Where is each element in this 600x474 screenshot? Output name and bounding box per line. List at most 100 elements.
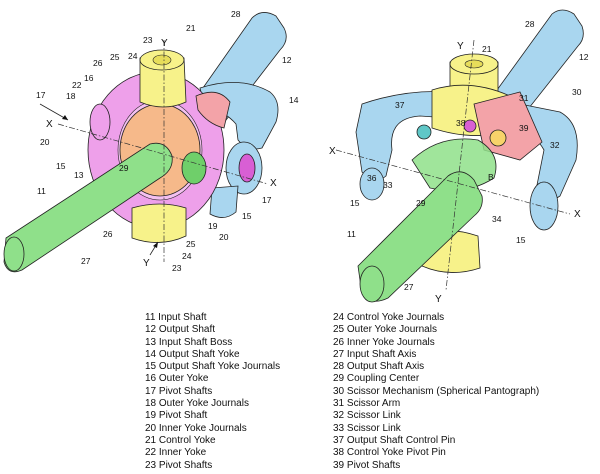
- output-yoke-journal-right-lower: [529, 181, 559, 231]
- label: 21: [186, 23, 196, 33]
- legend-item: 16 Outer Yoke: [145, 373, 209, 385]
- label: 11: [37, 186, 46, 196]
- label: 38: [456, 118, 466, 128]
- axis-label-x: X: [46, 119, 53, 130]
- control-yoke-top-hole-right: [464, 59, 484, 69]
- legend-item: 39 Pivot Shafts: [333, 459, 401, 471]
- legend-column-left: 11 Input Shaft 12 Output Shaft 13 Input …: [145, 312, 280, 472]
- label: 29: [416, 198, 426, 208]
- output-shaft-control-pin: [416, 124, 432, 140]
- label: 37: [395, 100, 405, 110]
- label: 25: [110, 52, 120, 62]
- control-yoke-top-hole: [152, 54, 172, 66]
- axis-label-y: Y: [143, 258, 150, 269]
- label: 14: [289, 95, 299, 105]
- label: 26: [93, 58, 103, 68]
- label: 20: [219, 232, 229, 242]
- legend-item: 33 Scissor Link: [333, 422, 401, 434]
- label: 21: [482, 44, 492, 54]
- patent-diagram: 21 28 23 Y 26 25 24 12 22 16 18 17 14 X …: [3, 9, 589, 305]
- legend-item: 12 Output Shaft: [145, 324, 216, 336]
- label: 23: [143, 35, 153, 45]
- label: 15: [350, 198, 360, 208]
- axis-label-x: X: [270, 178, 277, 189]
- label: 24: [182, 251, 192, 261]
- label: 24: [128, 51, 138, 61]
- label: B: [488, 172, 494, 182]
- axis-label-y: Y: [457, 41, 464, 52]
- label: 17: [262, 195, 272, 205]
- legend-item: 17 Pivot Shafts: [145, 385, 213, 397]
- label: 26: [103, 229, 113, 239]
- legend-item: 21 Control Yoke: [145, 434, 216, 446]
- legend-item: 23 Pivot Shafts: [145, 459, 213, 471]
- legend-item: 14 Output Shaft Yoke: [145, 348, 240, 360]
- label: 22: [72, 80, 82, 90]
- legend-item: 37 Output Shaft Control Pin: [333, 434, 456, 446]
- outer-yoke-journal-left: [89, 103, 111, 141]
- label: 12: [579, 52, 589, 62]
- left-coupling-figure: [3, 12, 287, 273]
- output-yoke-journal-lower: [209, 185, 239, 218]
- label: 15: [56, 161, 66, 171]
- legend-item: 13 Input Shaft Boss: [145, 336, 233, 348]
- legend-item: 28 Output Shaft Axis: [333, 361, 425, 373]
- label: 19: [208, 221, 218, 231]
- axis-label-y: Y: [161, 38, 168, 49]
- label: 15: [516, 235, 526, 245]
- left-figure-labels: 21 28 23 Y 26 25 24 12 22 16 18 17 14 X …: [36, 9, 299, 273]
- axis-label-x: X: [574, 209, 581, 220]
- legend-item: 15 Output Shaft Yoke Journals: [145, 361, 281, 373]
- legend-item: 31 Scissor Arm: [333, 398, 401, 410]
- control-yoke-pivot-pin: [463, 119, 477, 133]
- legend-item: 11 Input Shaft: [145, 312, 207, 323]
- label: 20: [40, 137, 50, 147]
- label: 16: [84, 73, 94, 83]
- legend-item: 18 Outer Yoke Journals: [145, 398, 249, 410]
- legend-item: 32 Scissor Link: [333, 410, 401, 422]
- legend-item: 24 Control Yoke Journals: [333, 312, 445, 323]
- label: 11: [347, 229, 356, 239]
- legend-item: 38 Control Yoke Pivot Pin: [333, 447, 446, 459]
- label: 32: [550, 140, 560, 150]
- legend-item: 27 Input Shaft Axis: [333, 348, 417, 360]
- axis-label-x: X: [329, 146, 336, 157]
- input-shaft-end-right: [359, 265, 385, 303]
- legend-item: 19 Pivot Shaft: [145, 410, 208, 422]
- control-yoke-bottom: [131, 203, 187, 243]
- label: 17: [36, 90, 46, 100]
- scissor-arm-left: [195, 91, 231, 129]
- label: 28: [525, 19, 535, 29]
- input-shaft-end: [3, 236, 25, 272]
- legend-item: 22 Inner Yoke: [145, 447, 207, 459]
- right-coupling-figure: [335, 9, 584, 303]
- label: 29: [119, 163, 129, 173]
- pivot-pin-right: [238, 153, 256, 183]
- scissor-pivot-ball: [489, 129, 507, 147]
- legend-item: 25 Outer Yoke Journals: [333, 324, 437, 336]
- label: 27: [81, 256, 91, 266]
- label: 34: [492, 214, 502, 224]
- label: 39: [519, 123, 529, 133]
- label: 30: [572, 87, 582, 97]
- label: 15: [242, 211, 252, 221]
- legend-item: 29 Coupling Center: [333, 373, 420, 385]
- legend-column-right: 24 Control Yoke Journals 25 Outer Yoke J…: [333, 312, 539, 472]
- right-figure-labels: 28 Y 21 12 37 31 30 38 39 32 X 36 33 B 2…: [329, 19, 589, 305]
- label: 27: [404, 282, 414, 292]
- input-shaft: [3, 142, 173, 273]
- label: 23: [172, 263, 182, 273]
- legend-item: 30 Scissor Mechanism (Spherical Pantogra…: [333, 385, 540, 397]
- axis-label-y: Y: [435, 294, 442, 305]
- label: 31: [519, 93, 529, 103]
- legend: 11 Input Shaft 12 Output Shaft 13 Input …: [0, 312, 600, 472]
- label: 28: [231, 9, 241, 19]
- label: 18: [66, 91, 76, 101]
- legend-item: 26 Inner Yoke Journals: [333, 336, 435, 348]
- label: 33: [383, 180, 393, 190]
- label: 25: [186, 239, 196, 249]
- output-yoke-journal-left-lower: [359, 167, 385, 201]
- label: 36: [367, 173, 377, 183]
- input-shaft-boss: [181, 151, 207, 185]
- label: 12: [282, 55, 292, 65]
